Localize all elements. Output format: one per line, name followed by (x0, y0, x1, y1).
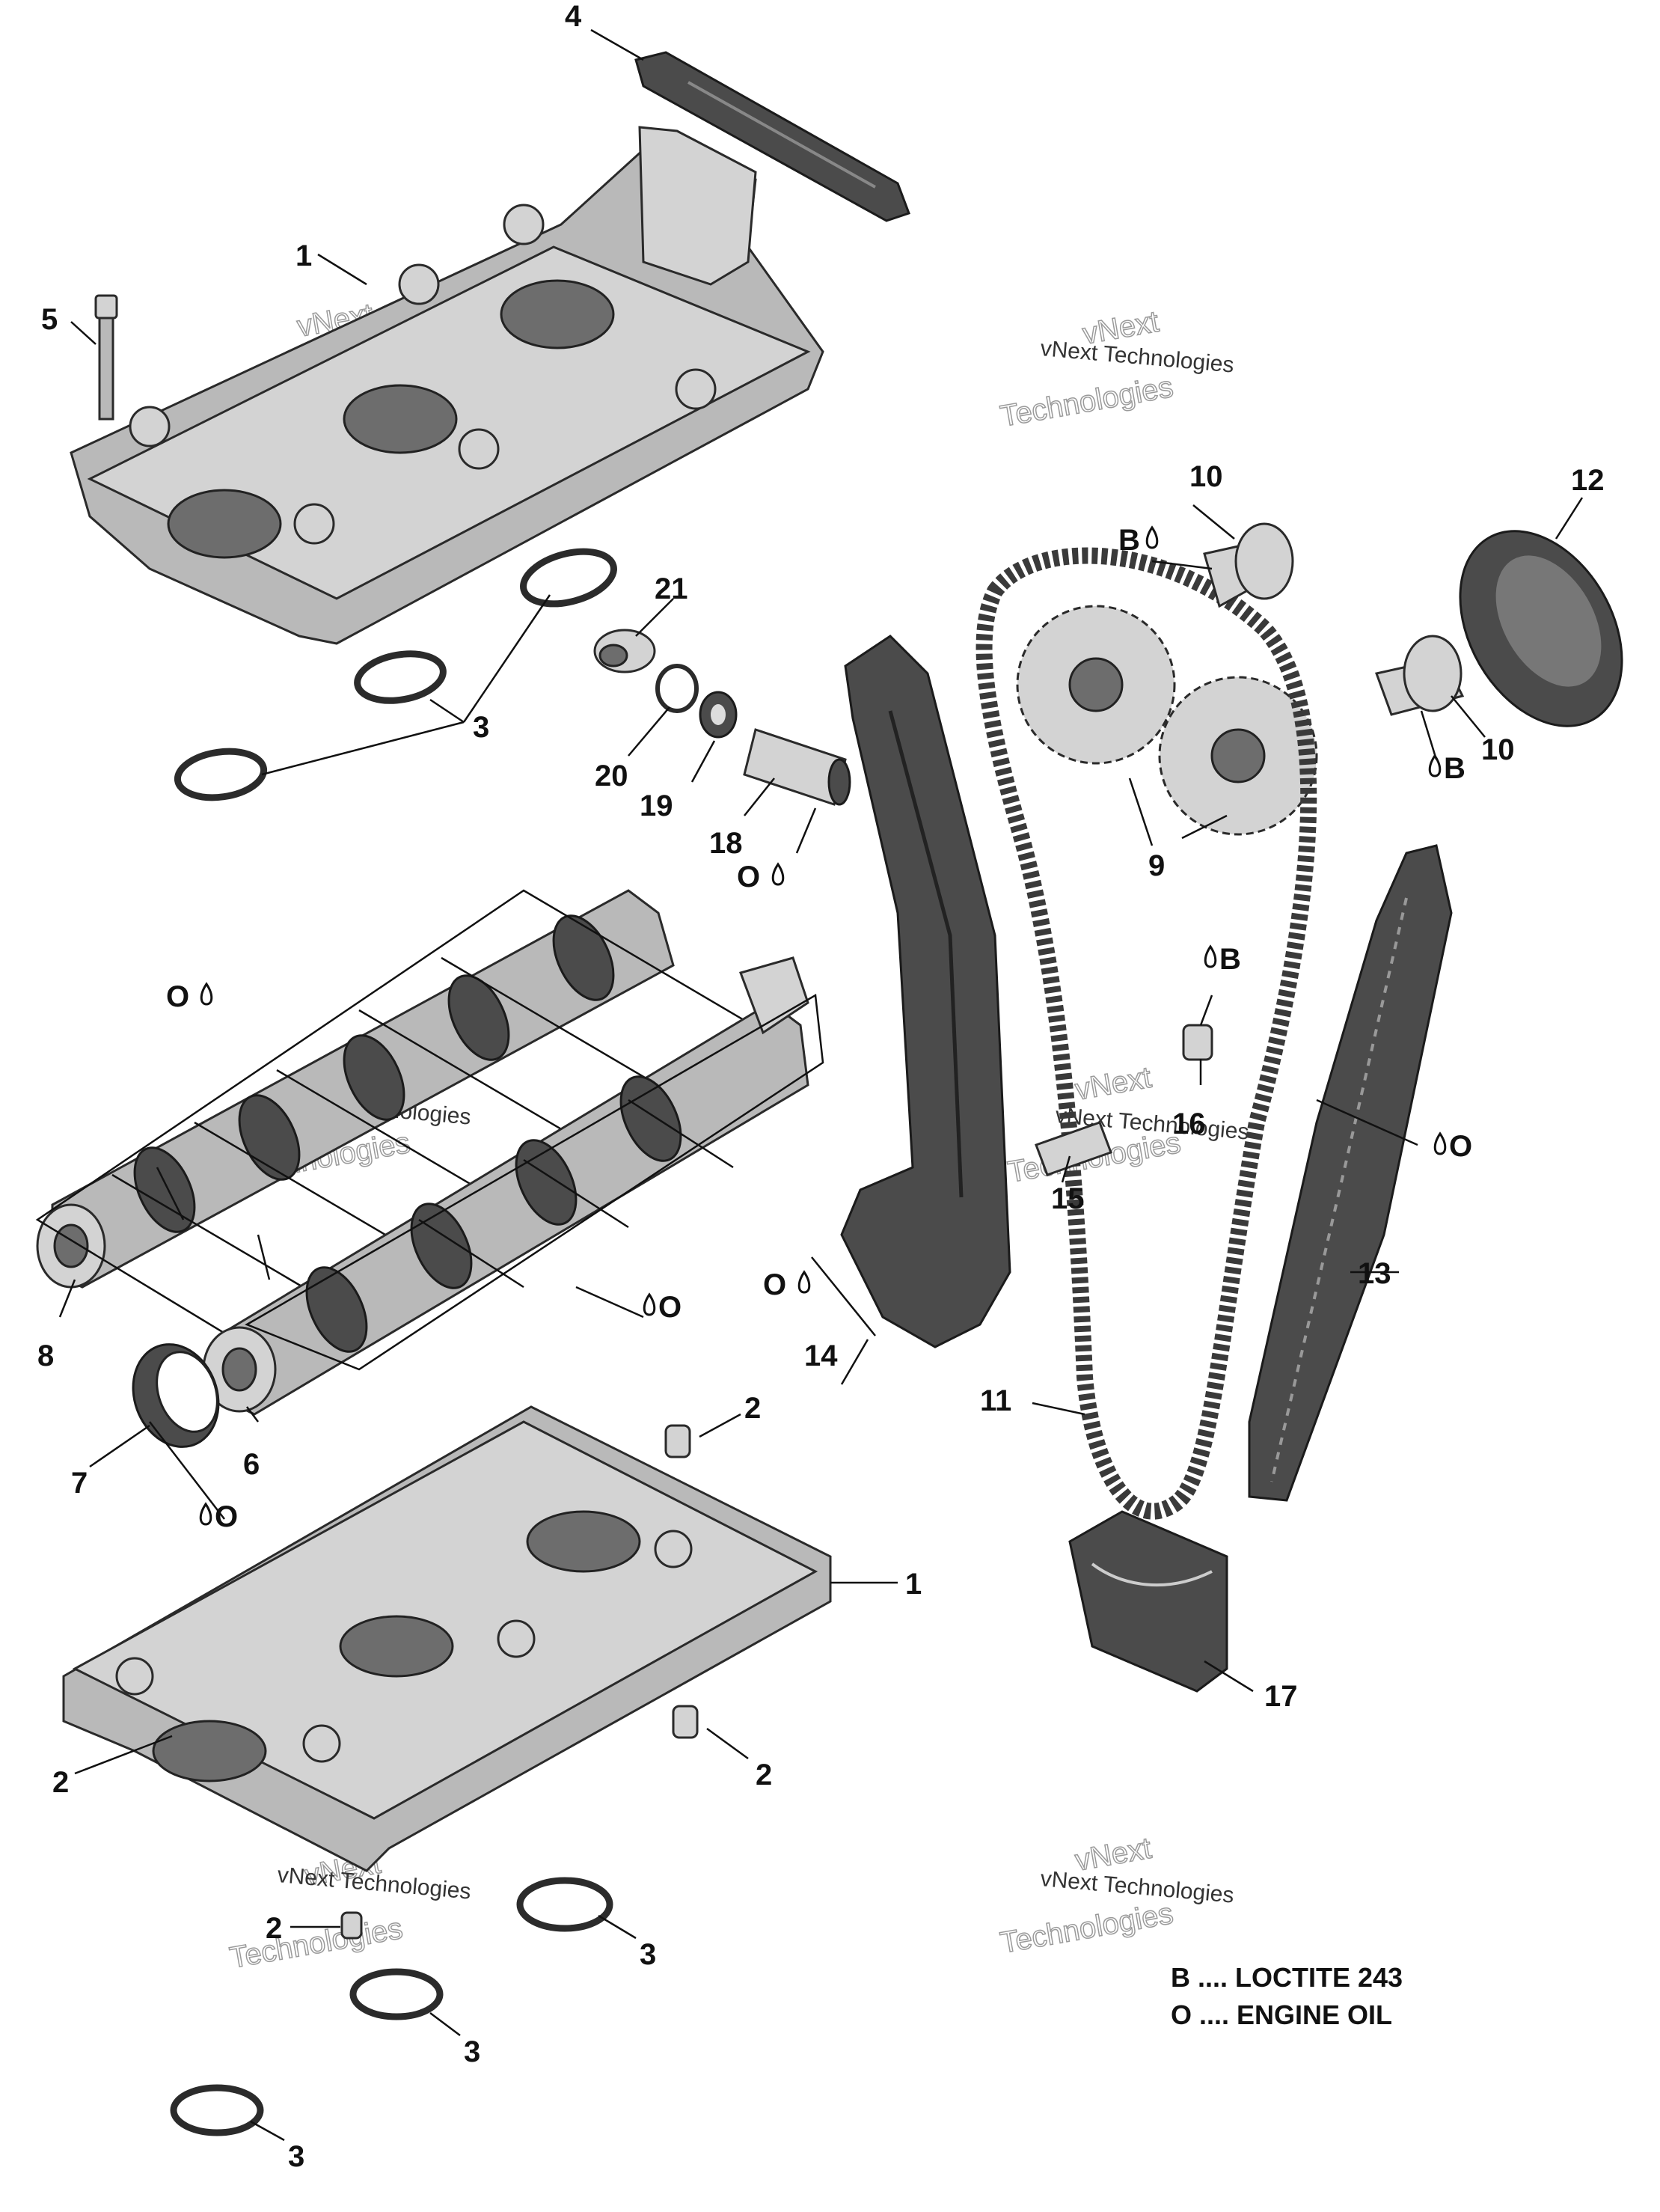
part-17-lower-guide (1068, 1510, 1228, 1693)
callout-3-top: 3 (473, 711, 489, 744)
callout-8: 8 (37, 1339, 54, 1372)
part-12-cover (1459, 530, 1623, 727)
callout-2-b: 2 (756, 1759, 772, 1791)
callout-21: 21 (655, 572, 688, 605)
part-3-ring-bottom-b (349, 1968, 444, 2020)
callout-7: 7 (71, 1467, 88, 1500)
callout-6: 6 (243, 1448, 260, 1481)
callouts: 4 1 5 3 21 20 19 18 10 12 10 9 16 15 13 … (37, 0, 1605, 2173)
svg-text:B: B (1219, 943, 1241, 976)
part-15-pin (1035, 1121, 1112, 1176)
leader-lines (58, 28, 1584, 2142)
legend-loctite: B .... LOCTITE 243 (1171, 1962, 1403, 1993)
callout-3-c: 3 (464, 2035, 480, 2068)
watermark-bottom-right: vNext Technologies vNext Technologies (997, 1831, 1235, 1961)
svg-text:B: B (1118, 524, 1140, 557)
part-6-grid-leaders (245, 993, 824, 1371)
part-10-pin-lower (1375, 635, 1465, 716)
part-11-timing-chain (976, 547, 1317, 1520)
part-3-ring-top-b (354, 650, 447, 704)
part-3-ring-bottom-c (170, 2084, 264, 2136)
callout-2-d: 2 (266, 1912, 282, 1945)
symbol-o-part-14: O (763, 1268, 811, 1301)
callout-13: 13 (1358, 1257, 1391, 1290)
callout-18: 18 (709, 827, 743, 860)
watermark-middle-right: vNext Technologies vNext Technologies (1005, 1060, 1250, 1190)
callout-10-bottom: 10 (1481, 733, 1515, 766)
svg-text:O: O (215, 1500, 238, 1533)
symbol-b-pin-bottom: B (1428, 752, 1465, 785)
svg-text:O: O (658, 1291, 682, 1324)
symbol-o-part-7: O (199, 1500, 238, 1533)
part-7-seal (132, 1343, 220, 1448)
watermark-bottom-left: vNext Technologies vNext Technologies (227, 1846, 472, 1976)
callout-11: 11 (980, 1384, 1011, 1417)
symbol-b-pin-top: B (1118, 524, 1159, 557)
part-14-chain-guide (840, 635, 1011, 1348)
callout-2-c: 2 (52, 1766, 69, 1799)
part-1-lower-camshaft-carrier (62, 1405, 832, 1872)
svg-text:O: O (763, 1268, 786, 1301)
callout-3-b: 3 (640, 1938, 656, 1971)
callout-12: 12 (1571, 464, 1605, 497)
callout-9: 9 (1148, 849, 1165, 882)
part-4-guide-strip (634, 51, 910, 222)
part-2-dowel-c (340, 1911, 363, 1940)
svg-text:Technologies: Technologies (998, 1897, 1176, 1960)
part-3-ring-top-c (174, 748, 268, 801)
callout-20: 20 (595, 760, 628, 792)
callout-1-top: 1 (295, 239, 312, 272)
callout-10-top: 10 (1189, 460, 1223, 493)
svg-text:O: O (737, 861, 760, 893)
callout-2-a: 2 (744, 1392, 761, 1425)
watermark-top-right: vNext Technologies vNext Technologies (997, 305, 1235, 434)
part-8-camshaft (36, 889, 675, 1289)
part-1-upper-camshaft-carrier (70, 126, 824, 645)
part-13-tensioner-guide (1248, 844, 1453, 1502)
part-3-ring-bottom-a (516, 1877, 613, 1932)
svg-text:vNext Technologies: vNext Technologies (1039, 1866, 1234, 1908)
symbol-o-part-8: O (166, 980, 213, 1013)
part-5-bolt (94, 294, 118, 421)
callout-17: 17 (1264, 1680, 1298, 1713)
part-16-pin (1182, 1024, 1213, 1061)
callout-3-d: 3 (288, 2140, 304, 2173)
symbol-o-part-13: O (1433, 1130, 1472, 1163)
part-9-sprocket-a (1016, 605, 1176, 765)
callout-16: 16 (1172, 1107, 1206, 1140)
legend-engine-oil: O .... ENGINE OIL (1171, 1999, 1392, 2030)
callout-14: 14 (804, 1339, 838, 1372)
svg-text:O: O (166, 980, 189, 1013)
part-20-o-ring (655, 664, 699, 713)
part-21-plug (593, 629, 656, 673)
symbol-o-part-18: O (737, 861, 785, 893)
callout-5: 5 (41, 303, 58, 336)
svg-text:Technologies: Technologies (998, 370, 1176, 433)
part-10-pin-upper (1203, 522, 1294, 608)
symbol-o-part-6: O (643, 1291, 682, 1324)
part-9-sprocket-b (1158, 676, 1318, 836)
part-18-pin (743, 728, 851, 806)
svg-text:vNext Technologies: vNext Technologies (1039, 336, 1234, 378)
svg-text:O: O (1449, 1130, 1472, 1163)
part-19-seal (699, 691, 738, 739)
callout-1-bottom: 1 (905, 1568, 922, 1601)
part-6-camshaft (202, 956, 809, 1416)
legend: B .... LOCTITE 243 O .... ENGINE OIL (1171, 1962, 1403, 2030)
callout-15: 15 (1051, 1182, 1085, 1215)
part-3-ring-top-a (520, 548, 617, 608)
part-2-dowel-a (664, 1424, 691, 1458)
svg-text:vNext: vNext (1073, 1061, 1154, 1107)
callout-19: 19 (640, 789, 673, 822)
svg-text:B: B (1444, 752, 1465, 785)
callout-4: 4 (565, 0, 582, 33)
part-2-dowel-b (672, 1705, 699, 1739)
svg-text:Technologies: Technologies (227, 1912, 405, 1975)
symbol-b-part-16: B (1204, 943, 1241, 976)
